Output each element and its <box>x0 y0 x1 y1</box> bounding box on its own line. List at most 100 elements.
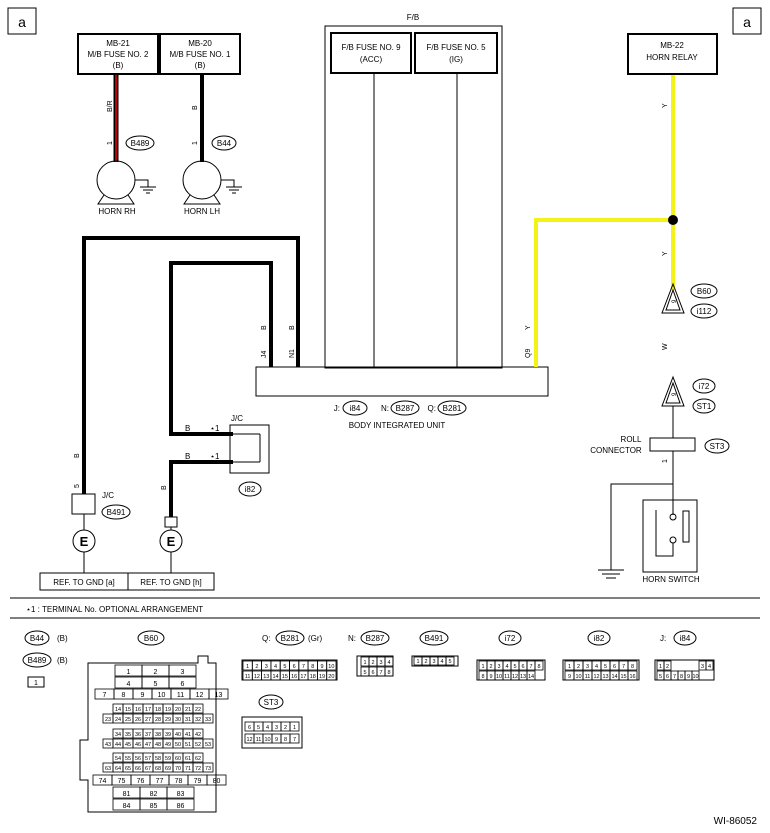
ground-e-left: E <box>80 534 89 549</box>
jc-left-label: J/C <box>102 491 114 500</box>
jc-mid-wire3: B <box>161 485 168 490</box>
svg-text:66: 66 <box>135 766 141 772</box>
fb-title: F/B <box>407 13 419 22</box>
jc-mid-wire2: B <box>185 452 190 461</box>
svg-text:62: 62 <box>195 756 201 762</box>
svg-text:43: 43 <box>105 742 111 748</box>
biu-j-connector: i84 <box>350 404 361 413</box>
svg-text:1: 1 <box>34 680 38 687</box>
jc-mid-star1: ⋆1 <box>210 424 220 433</box>
svg-text:9: 9 <box>141 692 145 699</box>
svg-text:7: 7 <box>103 692 107 699</box>
footnote: ⋆1 : TERMINAL No. OPTIONAL ARRANGEMENT <box>26 605 203 614</box>
svg-text:7: 7 <box>293 737 296 743</box>
horn-rh-connector: B489 <box>131 139 150 148</box>
corner-label-left: a <box>18 14 26 30</box>
svg-text:6: 6 <box>371 670 374 676</box>
svg-text:7: 7 <box>529 664 532 670</box>
svg-text:1: 1 <box>568 664 571 670</box>
biu-wire-n1: B <box>289 325 296 330</box>
svg-text:78: 78 <box>175 778 183 785</box>
svg-text:81: 81 <box>123 791 131 798</box>
svg-text:44: 44 <box>115 742 121 748</box>
svg-text:ST3: ST3 <box>264 698 279 707</box>
legend-b44: B44 (B) <box>24 630 68 646</box>
svg-text:72: 72 <box>195 766 201 772</box>
svg-text:34: 34 <box>115 732 121 738</box>
horn-rh-label: HORN RH <box>98 207 136 216</box>
svg-text:69: 69 <box>165 766 171 772</box>
svg-text:47: 47 <box>145 742 151 748</box>
horn-lh-wire-color: B <box>192 105 199 110</box>
svg-text:B60: B60 <box>144 634 159 643</box>
biu-wire-q9: Y <box>525 325 532 330</box>
svg-text:15: 15 <box>282 674 288 680</box>
svg-text:32: 32 <box>195 717 201 723</box>
svg-text:6: 6 <box>521 664 524 670</box>
connector-i72: i72 <box>699 382 710 391</box>
svg-text:9: 9 <box>568 674 571 680</box>
horn-switch-label: HORN SWITCH <box>642 575 700 584</box>
relay-wire-color2: Y <box>662 251 669 256</box>
svg-text:74: 74 <box>99 778 107 785</box>
svg-text:13: 13 <box>215 692 223 699</box>
svg-text:3: 3 <box>275 725 278 731</box>
horn-rh-icon <box>96 160 136 200</box>
svg-text:5: 5 <box>659 674 662 680</box>
svg-text:14: 14 <box>528 674 534 680</box>
svg-text:80: 80 <box>213 778 221 785</box>
biu-pin-n1: N1 <box>289 349 296 358</box>
svg-text:18: 18 <box>310 674 316 680</box>
svg-text:16: 16 <box>291 674 297 680</box>
svg-text:76: 76 <box>137 778 145 785</box>
biu-label: BODY INTEGRATED UNIT <box>349 421 446 430</box>
jc-left-box <box>71 493 96 515</box>
svg-text:82: 82 <box>150 791 158 798</box>
svg-text:52: 52 <box>195 742 201 748</box>
svg-text:37: 37 <box>145 732 151 738</box>
svg-text:8: 8 <box>680 674 683 680</box>
svg-text:30: 30 <box>175 717 181 723</box>
svg-text:5: 5 <box>257 725 260 731</box>
svg-text:6: 6 <box>248 725 251 731</box>
ref-gnd-h: REF. TO GND [h] <box>140 578 202 587</box>
svg-text:16: 16 <box>629 674 635 680</box>
svg-text:8: 8 <box>311 664 314 670</box>
horn-rh-connector-badge <box>125 135 155 151</box>
svg-text:5: 5 <box>448 659 451 665</box>
svg-text:10: 10 <box>328 664 334 670</box>
horn-rh-pin: 1 <box>107 141 114 145</box>
svg-text:3: 3 <box>497 664 500 670</box>
svg-text:8: 8 <box>631 664 634 670</box>
fb-box <box>324 25 503 369</box>
svg-text:8: 8 <box>284 737 287 743</box>
svg-text:54: 54 <box>115 756 121 762</box>
svg-text:17: 17 <box>300 674 306 680</box>
svg-text:49: 49 <box>165 742 171 748</box>
svg-text:12: 12 <box>254 674 260 680</box>
svg-text:3: 3 <box>379 660 382 666</box>
svg-text:5: 5 <box>154 681 158 688</box>
svg-text:9: 9 <box>321 664 324 670</box>
svg-text:21: 21 <box>185 707 191 713</box>
svg-text:55: 55 <box>125 756 131 762</box>
svg-text:3: 3 <box>265 664 268 670</box>
svg-text:79: 79 <box>194 778 202 785</box>
svg-text:57: 57 <box>145 756 151 762</box>
svg-text:15: 15 <box>125 707 131 713</box>
fb-fuse5-sub: (IG) <box>449 55 463 64</box>
svg-text:27: 27 <box>145 717 151 723</box>
svg-text:B44: B44 <box>30 634 45 643</box>
svg-text:8: 8 <box>387 670 390 676</box>
svg-text:4: 4 <box>505 664 508 670</box>
svg-text:38: 38 <box>155 732 161 738</box>
svg-text:53: 53 <box>205 742 211 748</box>
svg-text:1: 1 <box>127 669 131 676</box>
svg-text:1: 1 <box>363 660 366 666</box>
svg-text:20: 20 <box>328 674 334 680</box>
svg-text:11: 11 <box>256 737 262 743</box>
mb22-line1: MB-22 <box>660 41 684 50</box>
svg-text:13: 13 <box>602 674 608 680</box>
svg-text:58: 58 <box>155 756 161 762</box>
